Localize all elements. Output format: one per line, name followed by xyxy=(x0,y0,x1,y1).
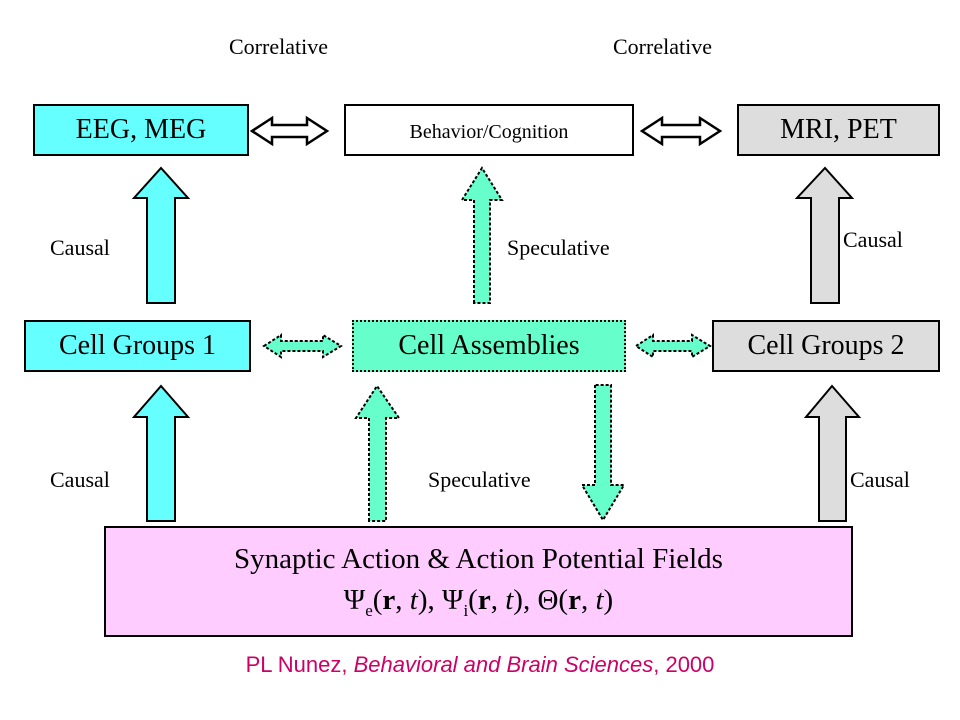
causal-label-bottom-right: Causal xyxy=(850,467,910,492)
causal-label-bottom-left: Causal xyxy=(50,467,110,492)
cell-assemblies-label: Cell Assemblies xyxy=(398,330,580,361)
citation-journal: Behavioral and Brain Sciences xyxy=(353,652,654,677)
synaptic-fields-title: Synaptic Action & Action Potential Field… xyxy=(234,542,723,575)
synaptic-fields-box: Synaptic Action & Action Potential Field… xyxy=(104,526,853,637)
field-equation: Ψe(r, t), Ψi(r, t), Θ(r, t) xyxy=(343,583,614,620)
speculative-down-arrow-fields xyxy=(580,384,626,522)
correlative-label-left: Correlative xyxy=(229,34,328,59)
speculative-label-top: Speculative xyxy=(507,235,610,260)
speculative-up-arrow-assemblies xyxy=(354,384,401,522)
behavior-cognition-box: Behavior/Cognition xyxy=(344,104,634,156)
cell-assemblies-box: Cell Assemblies xyxy=(352,320,626,372)
mri-pet-label: MRI, PET xyxy=(780,114,897,145)
behavior-cognition-label: Behavior/Cognition xyxy=(409,121,569,143)
correlative-arrow-right xyxy=(639,115,723,147)
causal-label-top-right: Causal xyxy=(843,227,903,252)
speculative-label-bottom: Speculative xyxy=(428,467,531,492)
correlative-label-right: Correlative xyxy=(613,34,712,59)
correlative-arrow-left xyxy=(249,115,330,147)
eeg-meg-label: EEG, MEG xyxy=(75,114,207,145)
mri-pet-box: MRI, PET xyxy=(737,104,940,156)
citation-year: , 2000 xyxy=(653,652,715,677)
citation: PL Nunez, Behavioral and Brain Sciences,… xyxy=(0,652,960,678)
cell-groups-2-box: Cell Groups 2 xyxy=(712,320,940,372)
speculative-up-arrow-behavior xyxy=(460,166,504,304)
assemblies-cellgroups2-arrow xyxy=(634,333,712,359)
causal-up-arrow-cellgroups2 xyxy=(803,384,862,522)
cellgroups1-assemblies-arrow xyxy=(262,333,343,359)
causal-label-top-left: Causal xyxy=(50,235,110,260)
eeg-meg-box: EEG, MEG xyxy=(33,104,249,156)
causal-up-arrow-eeg xyxy=(131,166,191,304)
causal-up-arrow-mri xyxy=(794,166,855,304)
cell-groups-1-label: Cell Groups 1 xyxy=(58,330,217,361)
causal-up-arrow-cellgroups1 xyxy=(131,384,191,522)
cell-groups-2-label: Cell Groups 2 xyxy=(747,330,905,361)
cell-groups-1-box: Cell Groups 1 xyxy=(24,320,251,372)
citation-author: PL Nunez, xyxy=(245,652,354,677)
